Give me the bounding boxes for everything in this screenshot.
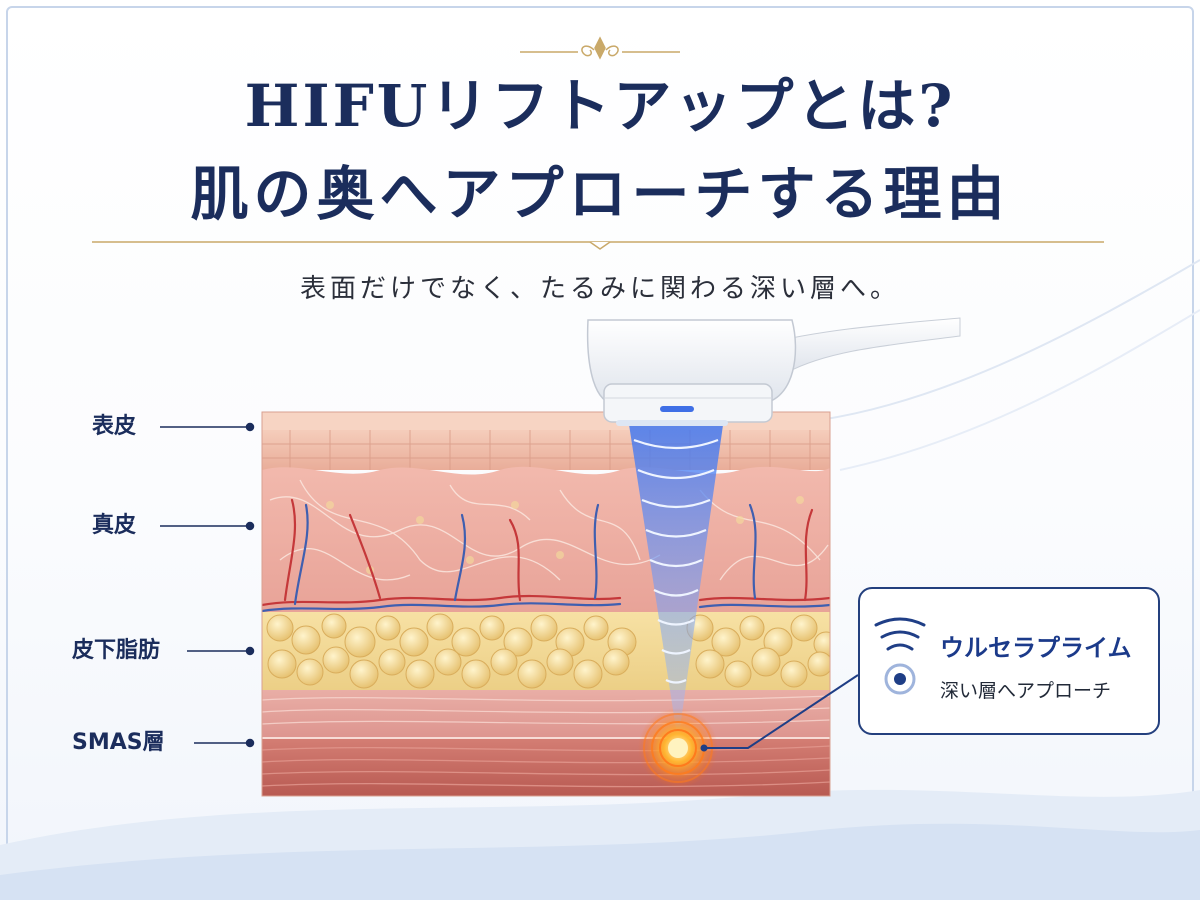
- epidermis-layer: [262, 430, 830, 470]
- layer-pointers: [160, 422, 255, 748]
- callout-title: ウルセラプライム: [940, 634, 1132, 662]
- ulthera-callout: ウルセラプライム 深い層へアプローチ: [858, 587, 1160, 735]
- layer-label-smas: SMAS層: [72, 730, 165, 755]
- layer-label-subcutaneous-fat: 皮下脂肪: [72, 638, 161, 663]
- layer-label-dermis: 真皮: [92, 513, 137, 538]
- ultrasound-beam: [628, 418, 724, 742]
- top-ornament: [520, 36, 680, 60]
- title-divider: [92, 241, 1104, 250]
- skin-cross-section: [261, 411, 831, 797]
- focal-point: [638, 708, 718, 788]
- callout-connector: [700, 674, 859, 752]
- page-subtitle: 表面だけでなく、たるみに関わる深い層へ。: [299, 274, 900, 304]
- layer-label-epidermis: 表皮: [92, 414, 137, 439]
- ultrasound-device: [586, 317, 961, 426]
- muscle-layer: [262, 738, 830, 796]
- ultrasound-wave-icon: [874, 617, 926, 695]
- callout-subtitle: 深い層へアプローチ: [940, 680, 1112, 702]
- background-waves: [0, 259, 1200, 900]
- page-title-line-2: 肌の奥へアプローチする理由: [190, 160, 1010, 228]
- page-title-line-1: HIFUリフトアップとは?: [244, 72, 956, 140]
